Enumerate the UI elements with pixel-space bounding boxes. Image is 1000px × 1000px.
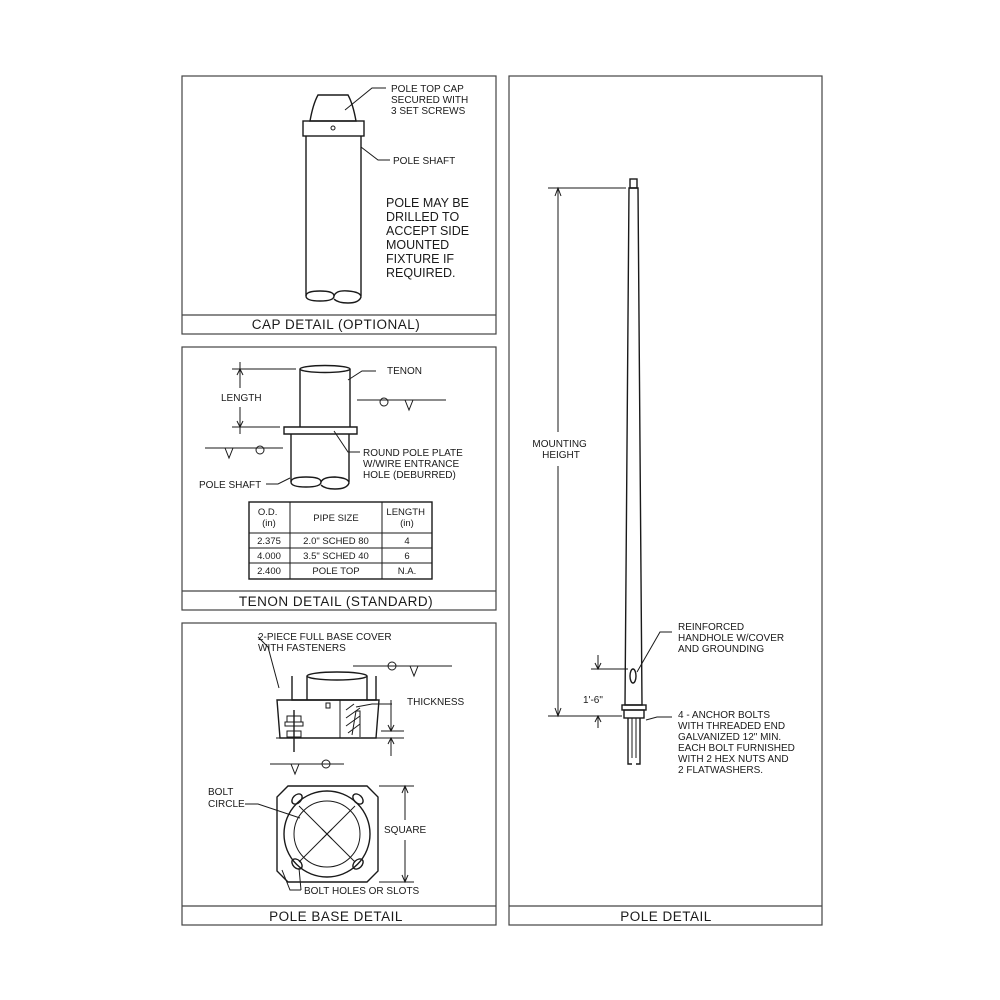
cap-detail-panel: CAP DETAIL (OPTIONAL) POLE TOP CAP SECUR… xyxy=(181,75,497,335)
table-cell: 2.0" SCHED 80 xyxy=(303,536,369,547)
cap-pole-shaft-label: POLE SHAFT xyxy=(393,156,455,167)
tenon-pole-shaft-label: POLE SHAFT xyxy=(199,480,261,491)
table-header-od: O.D. (in) xyxy=(258,507,280,529)
tenon-table: O.D. (in) PIPE SIZE LENGTH (in) 2.375 2.… xyxy=(248,501,433,580)
table-cell: 2.375 xyxy=(257,536,281,547)
tenon-drawing xyxy=(283,364,358,490)
handhole-dimension-label: 1'-6" xyxy=(583,695,603,706)
base-cover-label: 2-PIECE FULL BASE COVER WITH FASTENERS xyxy=(258,632,394,654)
round-pole-plate-label: ROUND POLE PLATE W/WIRE ENTRANCE HOLE (D… xyxy=(363,448,466,481)
table-cell: 2.400 xyxy=(257,566,281,577)
pole-top-cap-label: POLE TOP CAP SECURED WITH 3 SET SCREWS xyxy=(391,84,471,117)
pole-detail-panel: POLE DETAIL MOUNTING xyxy=(508,75,823,926)
pole-base-detail-title: POLE BASE DETAIL xyxy=(269,909,403,924)
cap-pole-drawing xyxy=(302,94,365,304)
cap-note: POLE MAY BE DRILLED TO ACCEPT SIDE MOUNT… xyxy=(386,196,473,280)
base-plate-plan xyxy=(276,785,379,883)
bolt-holes-label: BOLT HOLES OR SLOTS xyxy=(304,886,420,897)
table-cell: 6 xyxy=(404,551,409,562)
pole-base-detail-panel: POLE BASE DETAIL xyxy=(181,622,497,926)
table-cell: POLE TOP xyxy=(312,566,359,577)
thickness-label: THICKNESS xyxy=(407,697,465,708)
bolt-circle-label: BOLT CIRCLE xyxy=(208,787,245,810)
square-dimension xyxy=(379,784,414,884)
mounting-height-label: MOUNTING HEIGHT xyxy=(532,439,589,461)
table-cell: 3.5" SCHED 40 xyxy=(303,551,369,562)
handhole-label: REINFORCED HANDHOLE W/COVER AND GROUNDIN… xyxy=(678,622,787,655)
thickness-dimension xyxy=(381,700,404,756)
tenon-label: TENON xyxy=(387,366,422,377)
tenon-detail-frame xyxy=(181,346,497,611)
anchor-bolts-label: 4 - ANCHOR BOLTS WITH THREADED END GALVA… xyxy=(678,710,798,776)
cap-detail-frame xyxy=(181,75,497,335)
square-label: SQUARE xyxy=(384,825,427,836)
tenon-length-label: LENGTH xyxy=(221,393,262,404)
table-header-pipe-size: PIPE SIZE xyxy=(313,513,358,524)
cap-detail-title: CAP DETAIL (OPTIONAL) xyxy=(252,317,421,332)
tenon-detail-title: TENON DETAIL (STANDARD) xyxy=(239,594,433,609)
tenon-length-dimension xyxy=(232,362,296,434)
table-header-length: LENGTH (in) xyxy=(386,507,427,529)
table-cell: 4 xyxy=(404,536,409,547)
pole-elevation xyxy=(621,178,647,765)
pole-detail-frame xyxy=(508,75,823,926)
base-cover-drawing xyxy=(276,671,389,752)
mounting-height-dimension xyxy=(548,186,626,718)
table-cell: 4.000 xyxy=(257,551,281,562)
pole-detail-title: POLE DETAIL xyxy=(620,909,712,924)
handhole-height-dimension xyxy=(591,655,628,728)
tenon-detail-panel: TENON DETAIL (STANDARD) LENGTH xyxy=(181,346,497,611)
table-cell: N.A. xyxy=(398,566,416,577)
pole-base-detail-frame xyxy=(181,622,497,926)
